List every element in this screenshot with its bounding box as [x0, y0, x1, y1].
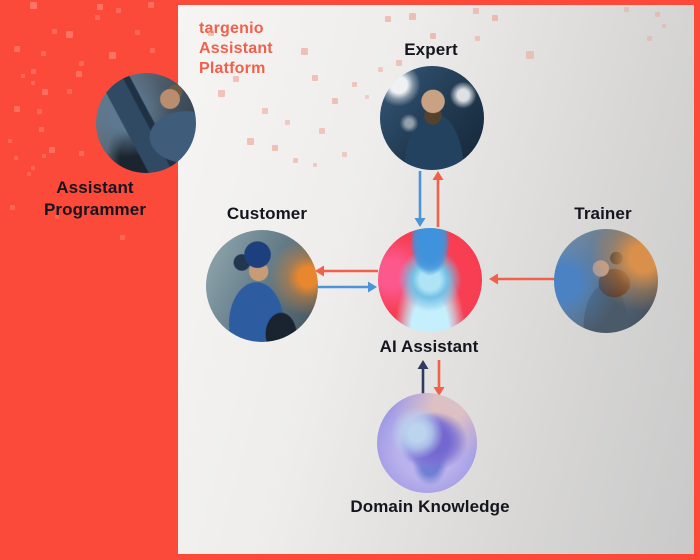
confetti-square [21, 74, 25, 78]
brand-line-3: Platform [199, 60, 266, 77]
assistant-programmer-label-line-1: Assistant [56, 178, 134, 197]
ai-assistant-label: AI Assistant [379, 337, 479, 356]
confetti-square [492, 15, 498, 21]
confetti-square [31, 166, 35, 170]
confetti-square [352, 82, 357, 87]
confetti-square [67, 89, 72, 94]
confetti-square [39, 127, 44, 132]
brand-title: targenio Assistant Platform [199, 19, 273, 79]
assistant-programmer-label-line-2: Programmer [43, 200, 147, 219]
confetti-square [76, 71, 82, 77]
trainer-label: Trainer [574, 204, 632, 223]
confetti-square [97, 4, 103, 10]
confetti-square [293, 158, 298, 163]
confetti-square [662, 24, 666, 28]
confetti-square [55, 215, 59, 219]
confetti-square [14, 106, 20, 112]
confetti-square [31, 81, 35, 85]
confetti-square [95, 15, 100, 20]
confetti-square [262, 108, 268, 114]
confetti-square [319, 128, 325, 134]
confetti-square [247, 138, 254, 145]
confetti-square [120, 235, 125, 240]
confetti-square [655, 12, 660, 17]
ai-assistant-photo [378, 228, 482, 332]
confetti-square [342, 152, 347, 157]
customer-label: Customer [226, 204, 308, 223]
confetti-square [365, 95, 369, 99]
assistant-programmer-label: Assistant Programmer [44, 177, 146, 221]
confetti-square [49, 147, 55, 153]
confetti-square [10, 205, 15, 210]
confetti-square [624, 7, 629, 12]
confetti-square [109, 52, 116, 59]
brand-line-1: targenio [199, 20, 264, 37]
expert-label: Expert [404, 40, 458, 59]
confetti-square [8, 139, 12, 143]
confetti-square [41, 51, 46, 56]
confetti-square [14, 156, 18, 160]
confetti-square [475, 36, 480, 41]
confetti-square [526, 51, 534, 59]
assistant-programmer-photo [96, 73, 196, 173]
confetti-square [79, 151, 84, 156]
customer-photo [206, 230, 318, 342]
confetti-square [148, 2, 154, 8]
confetti-square [208, 30, 214, 36]
confetti-square [385, 16, 391, 22]
confetti-square [272, 145, 278, 151]
confetti-square [37, 109, 42, 114]
confetti-square [312, 75, 318, 81]
confetti-square [66, 31, 73, 38]
confetti-square [332, 98, 338, 104]
confetti-square [473, 8, 479, 14]
confetti-square [430, 33, 436, 39]
domain-knowledge-photo [377, 393, 477, 493]
confetti-square [233, 76, 239, 82]
brand-line-2: Assistant [199, 40, 273, 57]
confetti-square [52, 29, 57, 34]
confetti-square [42, 89, 48, 95]
confetti-square [218, 90, 225, 97]
confetti-square [396, 60, 402, 66]
confetti-square [378, 67, 383, 72]
confetti-square [409, 13, 416, 20]
domain-knowledge-label: Domain Knowledge [350, 497, 510, 516]
confetti-square [150, 48, 155, 53]
confetti-square [14, 46, 20, 52]
confetti-square [285, 120, 290, 125]
confetti-square [79, 61, 84, 66]
confetti-square [42, 154, 46, 158]
expert-photo [380, 66, 484, 170]
confetti-square [135, 30, 140, 35]
confetti-square [647, 36, 652, 41]
confetti-square [31, 69, 36, 74]
confetti-square [27, 172, 31, 176]
confetti-square [301, 48, 308, 55]
trainer-photo [554, 229, 658, 333]
confetti-square [30, 2, 37, 9]
confetti-square [313, 163, 317, 167]
confetti-square [116, 8, 121, 13]
